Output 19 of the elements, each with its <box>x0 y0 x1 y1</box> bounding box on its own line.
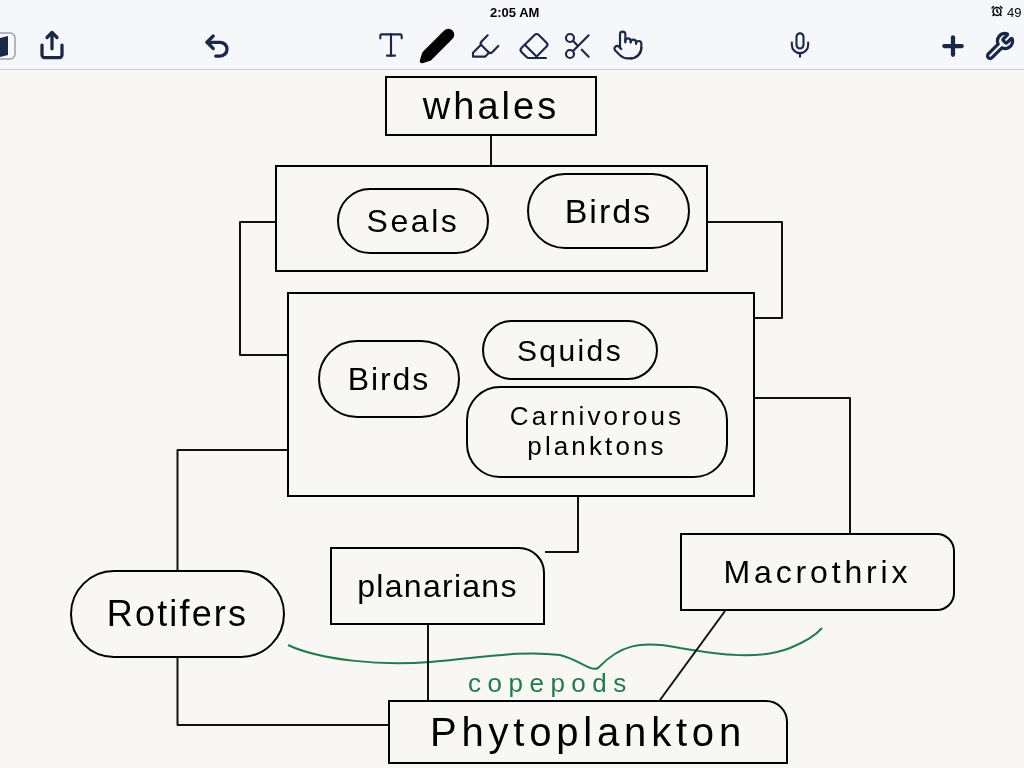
connector-line <box>490 135 492 166</box>
connector-line <box>754 397 851 534</box>
connector-line <box>544 496 579 553</box>
group-box <box>287 292 755 497</box>
label-box: Phytoplankton <box>388 700 788 764</box>
group-box <box>275 165 708 272</box>
annotation-text: copepods <box>468 667 633 700</box>
connector-line <box>176 449 288 571</box>
connector-line <box>239 221 288 356</box>
status-time: 2:05 AM <box>490 4 540 22</box>
status-text: 49 <box>1007 4 1022 22</box>
label-box: whales <box>385 76 597 136</box>
connector-line <box>707 221 783 319</box>
label-box: planarians <box>330 547 545 625</box>
connector-line <box>427 624 429 701</box>
connector-line <box>176 657 389 726</box>
rounded-node: Carnivorous planktons <box>466 386 728 478</box>
label-box: Macrothrix <box>680 533 955 611</box>
connector-line <box>659 610 726 701</box>
